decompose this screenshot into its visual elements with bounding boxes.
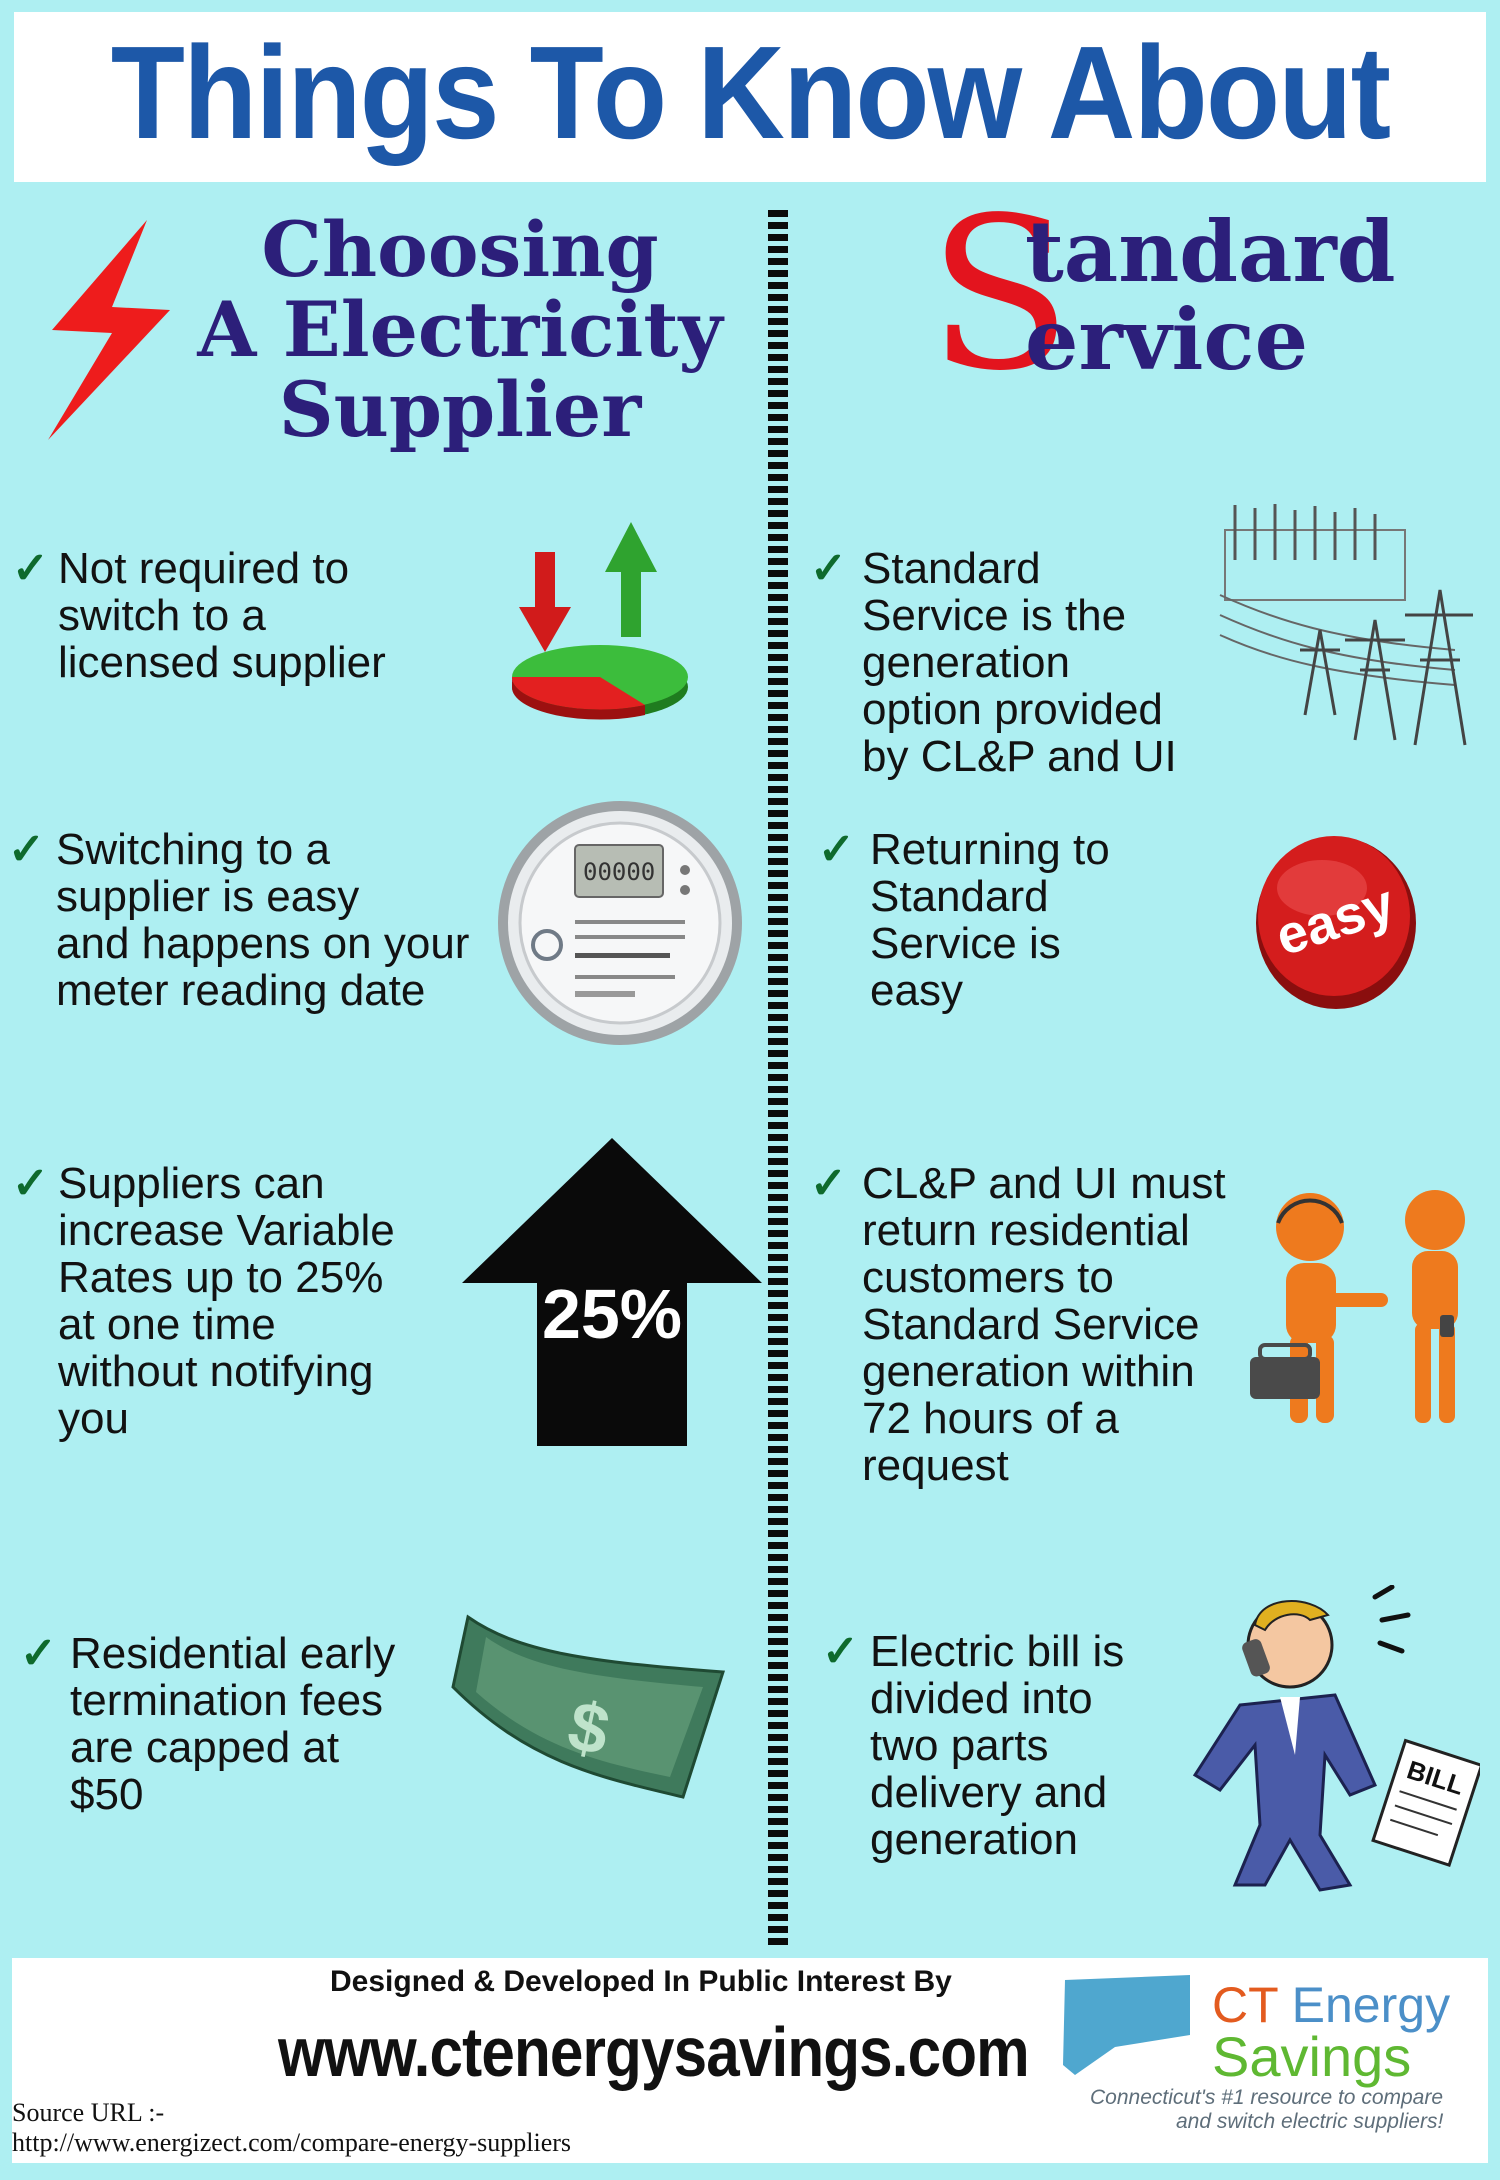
up-arrow-icon: 25% — [462, 1138, 762, 1446]
text-line: Rates up to 25% — [58, 1253, 384, 1302]
text-line: licensed supplier — [58, 638, 386, 687]
source-label: Source URL :- — [12, 2098, 165, 2127]
svg-text:00000: 00000 — [583, 858, 655, 886]
source-url-link[interactable]: http://www.energizect.com/compare-energy… — [12, 2128, 572, 2157]
text-line: divided into — [870, 1674, 1093, 1723]
easy-button-icon: easy — [1256, 836, 1416, 1009]
text-line: two parts — [870, 1721, 1049, 1770]
text-line: CL&P and UI must — [862, 1159, 1226, 1208]
column-divider — [768, 210, 788, 1945]
smart-meter-icon: 00000 — [498, 801, 742, 1045]
text-line: Switching to a — [56, 825, 330, 874]
right-item-1-text: Standard Service is the generation optio… — [862, 545, 1177, 780]
left-heading-line-2: A Electricity — [197, 284, 723, 374]
checkmark-icon: ✓ — [12, 544, 49, 593]
text-line: meter reading date — [56, 966, 426, 1015]
text-line: Standard — [862, 544, 1041, 593]
left-column-heading: Choosing A Electricity Supplier — [180, 210, 740, 449]
text-line: Standard Service — [862, 1300, 1200, 1349]
right-item-2-text: Returning to Standard Service is easy — [870, 826, 1110, 1014]
brand-ct: CT — [1212, 1977, 1278, 2033]
right-heading-line-2: ervice — [1025, 290, 1309, 389]
right-heading-line-1: tandard — [1025, 202, 1396, 301]
text-line: Service is — [870, 919, 1061, 968]
left-item-2-text: Switching to a supplier is easy and happ… — [56, 826, 469, 1014]
checkmark-icon: ✓ — [20, 1629, 57, 1678]
brand-logo-line-1: CT Energy — [1212, 1976, 1450, 2034]
text-line: Not required to — [58, 544, 350, 593]
text-line: without notifying — [58, 1347, 374, 1396]
dollar-bill-icon: $ — [451, 1614, 726, 1799]
left-heading-line-1: Choosing — [261, 205, 659, 294]
text-line: generation within — [862, 1347, 1195, 1396]
text-line: at one time — [58, 1300, 276, 1349]
text-line: increase Variable — [58, 1206, 395, 1255]
checkmark-icon: ✓ — [12, 1159, 49, 1208]
checkmark-icon: ✓ — [8, 825, 45, 874]
checkmark-icon: ✓ — [810, 544, 847, 593]
businessman-bill-icon: BILL — [1192, 1585, 1480, 1892]
brand-energy: Energy — [1277, 1977, 1451, 2033]
website-link[interactable]: www.ctenergysavings.com — [278, 2013, 1030, 2091]
left-item-1-text: Not required to switch to a licensed sup… — [58, 545, 386, 686]
text-line: option provided — [862, 685, 1163, 734]
left-item-3-text: Suppliers can increase Variable Rates up… — [58, 1160, 395, 1442]
text-line: request — [862, 1441, 1009, 1490]
right-heading-initial: S — [928, 172, 1072, 417]
right-item-3-text: CL&P and UI must return residential cust… — [862, 1160, 1226, 1489]
text-line: return residential — [862, 1206, 1190, 1255]
page-title: Things To Know About — [110, 19, 1391, 166]
text-line: by CL&P and UI — [862, 732, 1177, 781]
text-line: customers to — [862, 1253, 1114, 1302]
text-line: and happens on your — [56, 919, 470, 968]
text-line: Standard — [870, 872, 1049, 921]
text-line: you — [58, 1394, 129, 1443]
text-line: are capped at — [70, 1723, 340, 1772]
text-line: delivery and — [870, 1768, 1108, 1817]
checkmark-icon: ✓ — [810, 1159, 847, 1208]
text-line: $50 — [70, 1770, 144, 1819]
text-line: Residential early — [70, 1629, 396, 1678]
text-line: generation — [870, 1815, 1078, 1864]
brand-tagline-1: Connecticut's #1 resource to compare — [1090, 2086, 1444, 2109]
footer-panel — [12, 1958, 1488, 2163]
brand-logo-line-2: Savings — [1212, 2025, 1412, 2088]
brand-tagline-2: and switch electric suppliers! — [1176, 2110, 1444, 2133]
left-heading-line-3: Supplier — [278, 364, 642, 454]
pie-chart-arrows-icon — [511, 522, 688, 720]
title-banner — [14, 12, 1486, 182]
up-arrow-label: 25% — [542, 1275, 682, 1353]
connecticut-map-icon — [1063, 1975, 1190, 2075]
call-center-figures-icon — [1250, 1190, 1465, 1423]
lightning-bolt-icon — [48, 220, 170, 440]
text-line: Returning to — [870, 825, 1110, 874]
text-line: switch to a — [58, 591, 266, 640]
designed-by-text: Designed & Developed In Public Interest … — [330, 1965, 952, 1998]
text-line: 72 hours of a — [862, 1394, 1119, 1443]
right-item-4-text: Electric bill is divided into two parts … — [870, 1628, 1124, 1863]
text-line: Service is the — [862, 591, 1127, 640]
text-line: easy — [870, 966, 963, 1015]
text-line: supplier is easy — [56, 872, 360, 921]
left-item-4-text: Residential early termination fees are c… — [70, 1630, 395, 1818]
text-line: generation — [862, 638, 1070, 687]
checkmark-icon: ✓ — [818, 825, 855, 874]
text-line: termination fees — [70, 1676, 384, 1725]
text-line: Suppliers can — [58, 1159, 325, 1208]
text-line: Electric bill is — [870, 1627, 1125, 1676]
power-lines-icon — [1219, 504, 1473, 746]
checkmark-icon: ✓ — [822, 1627, 859, 1676]
